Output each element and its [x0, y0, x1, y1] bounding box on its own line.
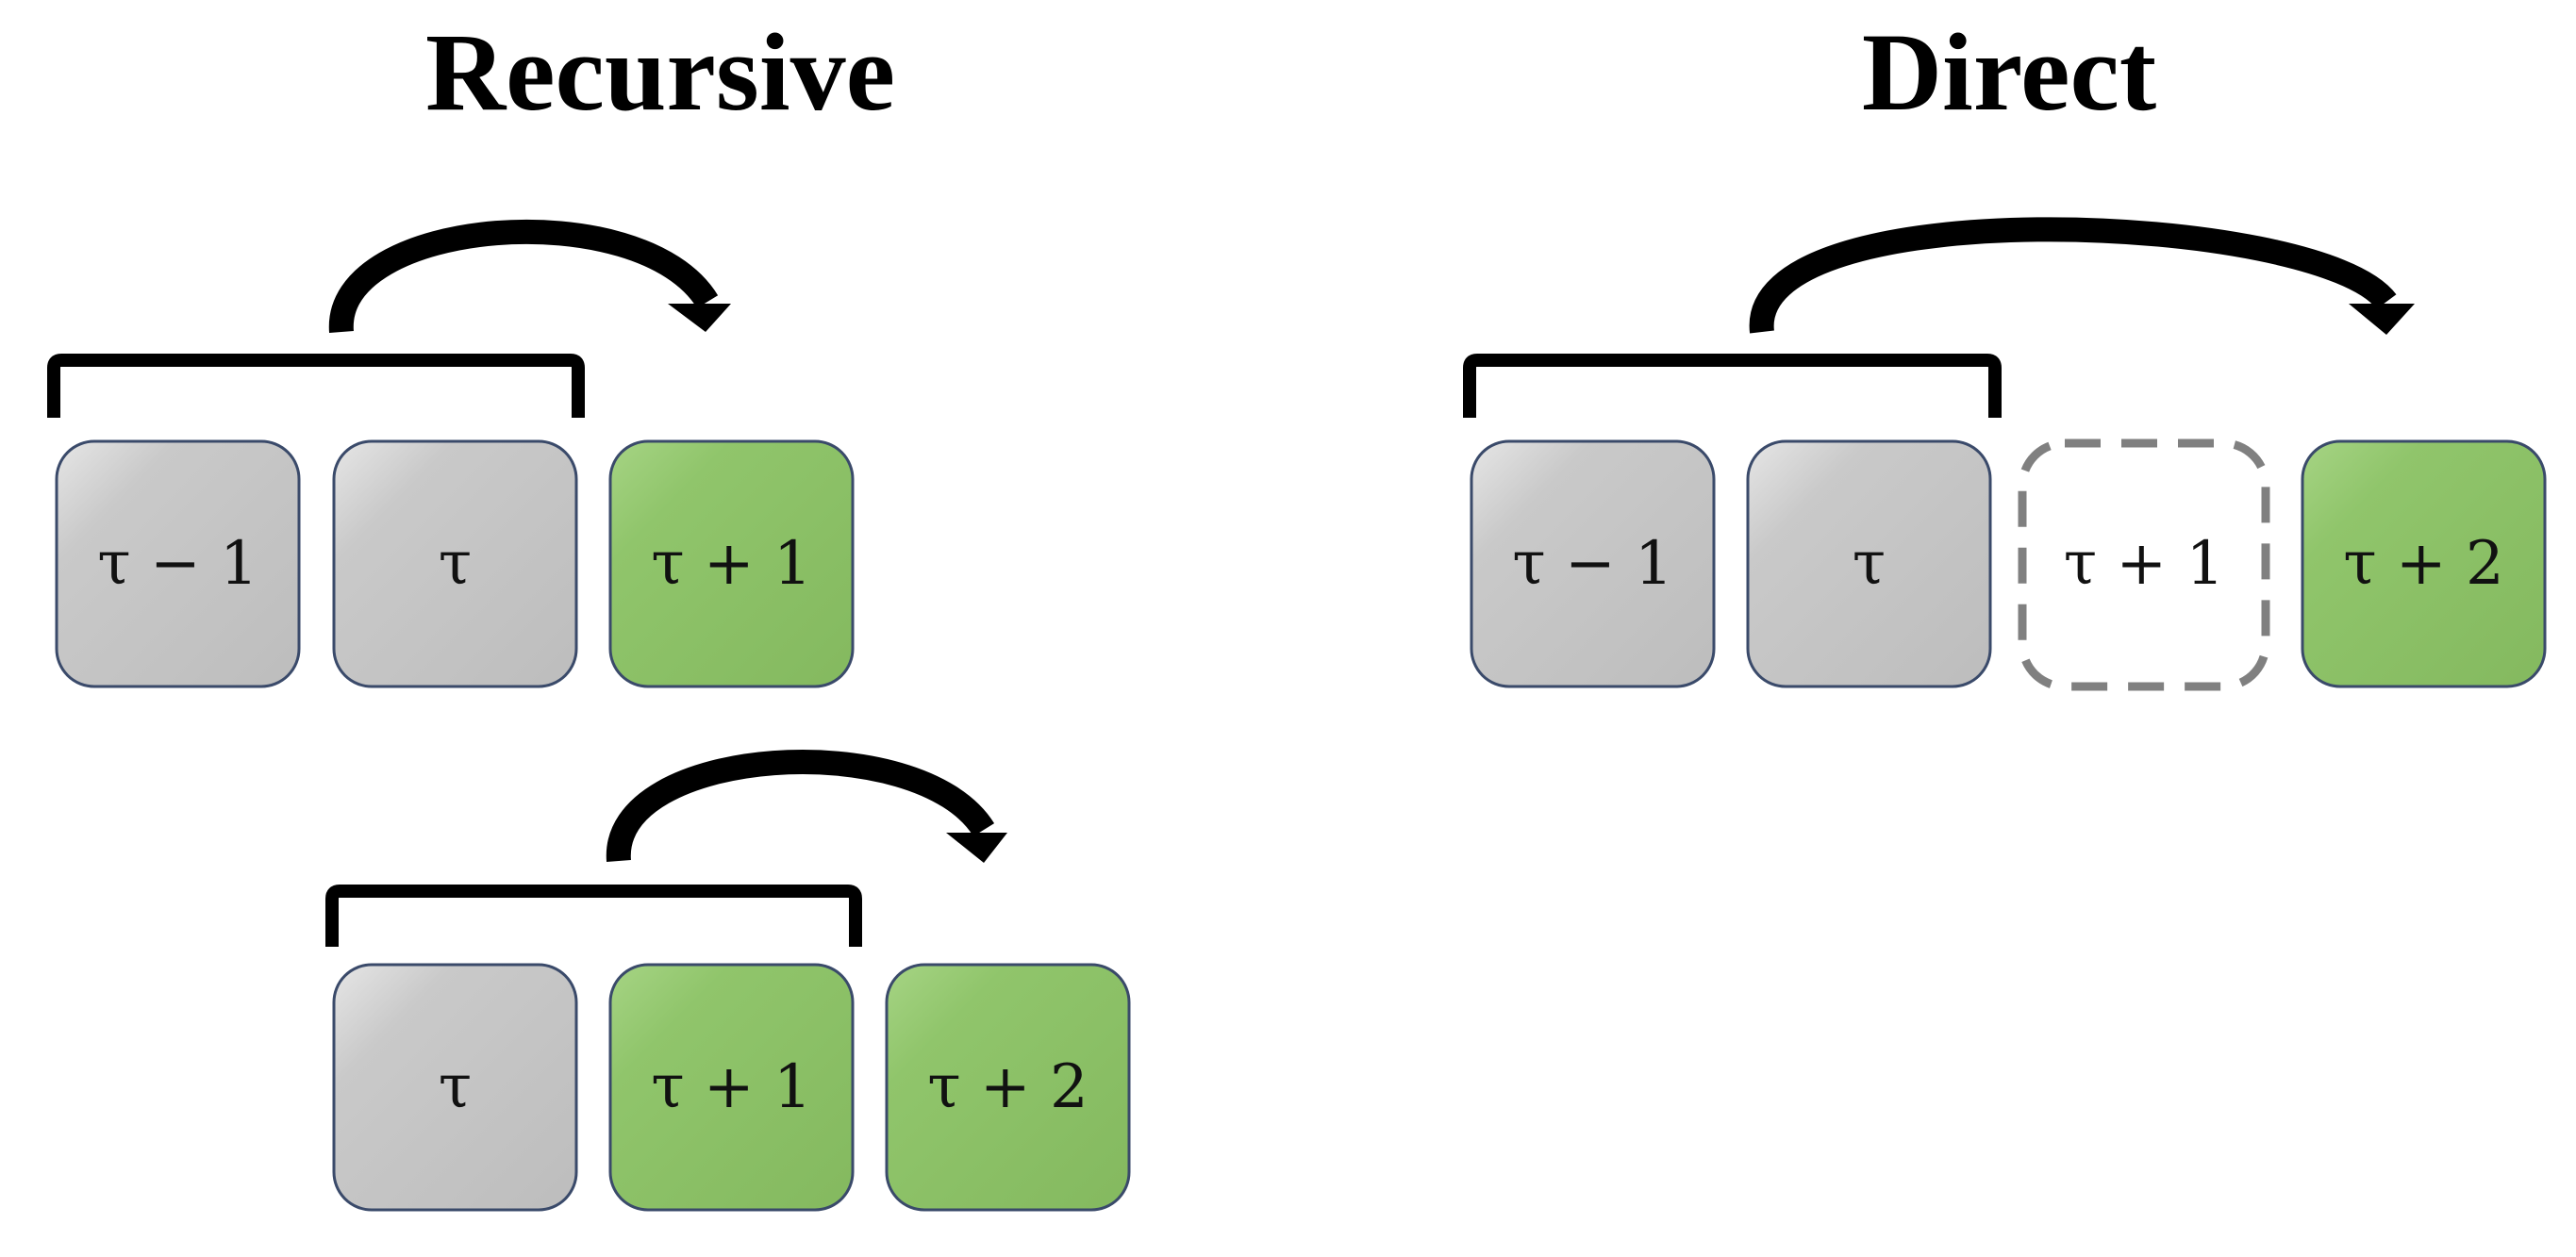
arrow-head-icon — [946, 833, 1007, 863]
cell-label: τ − 1 — [1512, 529, 1672, 599]
forecast-arrow — [1749, 217, 2397, 334]
cell: τ — [332, 963, 578, 1212]
cell: τ + 2 — [885, 963, 1131, 1212]
input-window-bracket — [47, 354, 585, 418]
cell-label: τ + 1 — [651, 529, 811, 599]
cell: τ + 1 — [608, 963, 855, 1212]
recursive-title: Recursive — [424, 10, 896, 134]
cell-label: τ + 2 — [927, 1052, 1088, 1122]
cell: τ − 1 — [1470, 439, 1716, 688]
cell: τ + 2 — [2301, 439, 2547, 688]
forecast-arrow — [328, 219, 719, 334]
input-window-bracket — [325, 885, 862, 947]
cell: τ — [1746, 439, 1992, 688]
cell-label: τ + 1 — [651, 1052, 811, 1122]
cell-label: τ — [439, 1052, 472, 1122]
cell: τ − 1 — [55, 439, 301, 688]
forecast-arrow — [606, 750, 995, 863]
arrow-head-icon — [668, 304, 731, 332]
cell-label: τ + 2 — [2343, 529, 2503, 599]
cell-label: τ + 1 — [2064, 529, 2224, 599]
recursive-step-2: τ τ + 1 τ + 2 — [325, 750, 1131, 1212]
cell-label: τ — [439, 529, 472, 599]
cell: τ — [332, 439, 578, 688]
arrow-head-icon — [2349, 304, 2415, 335]
input-window-bracket — [1463, 354, 2002, 418]
direct-title: Direct — [1861, 10, 2157, 134]
recursive-step-1: τ − 1 τ τ + 1 — [47, 219, 855, 688]
cell: τ + 1 — [608, 439, 855, 688]
direct-strategy: τ − 1 τ τ + 1 τ + 2 — [1463, 217, 2547, 691]
cell-label: τ − 1 — [97, 529, 258, 599]
cell-label: τ — [1853, 529, 1886, 599]
skipped-cell: τ + 1 — [2018, 438, 2270, 691]
